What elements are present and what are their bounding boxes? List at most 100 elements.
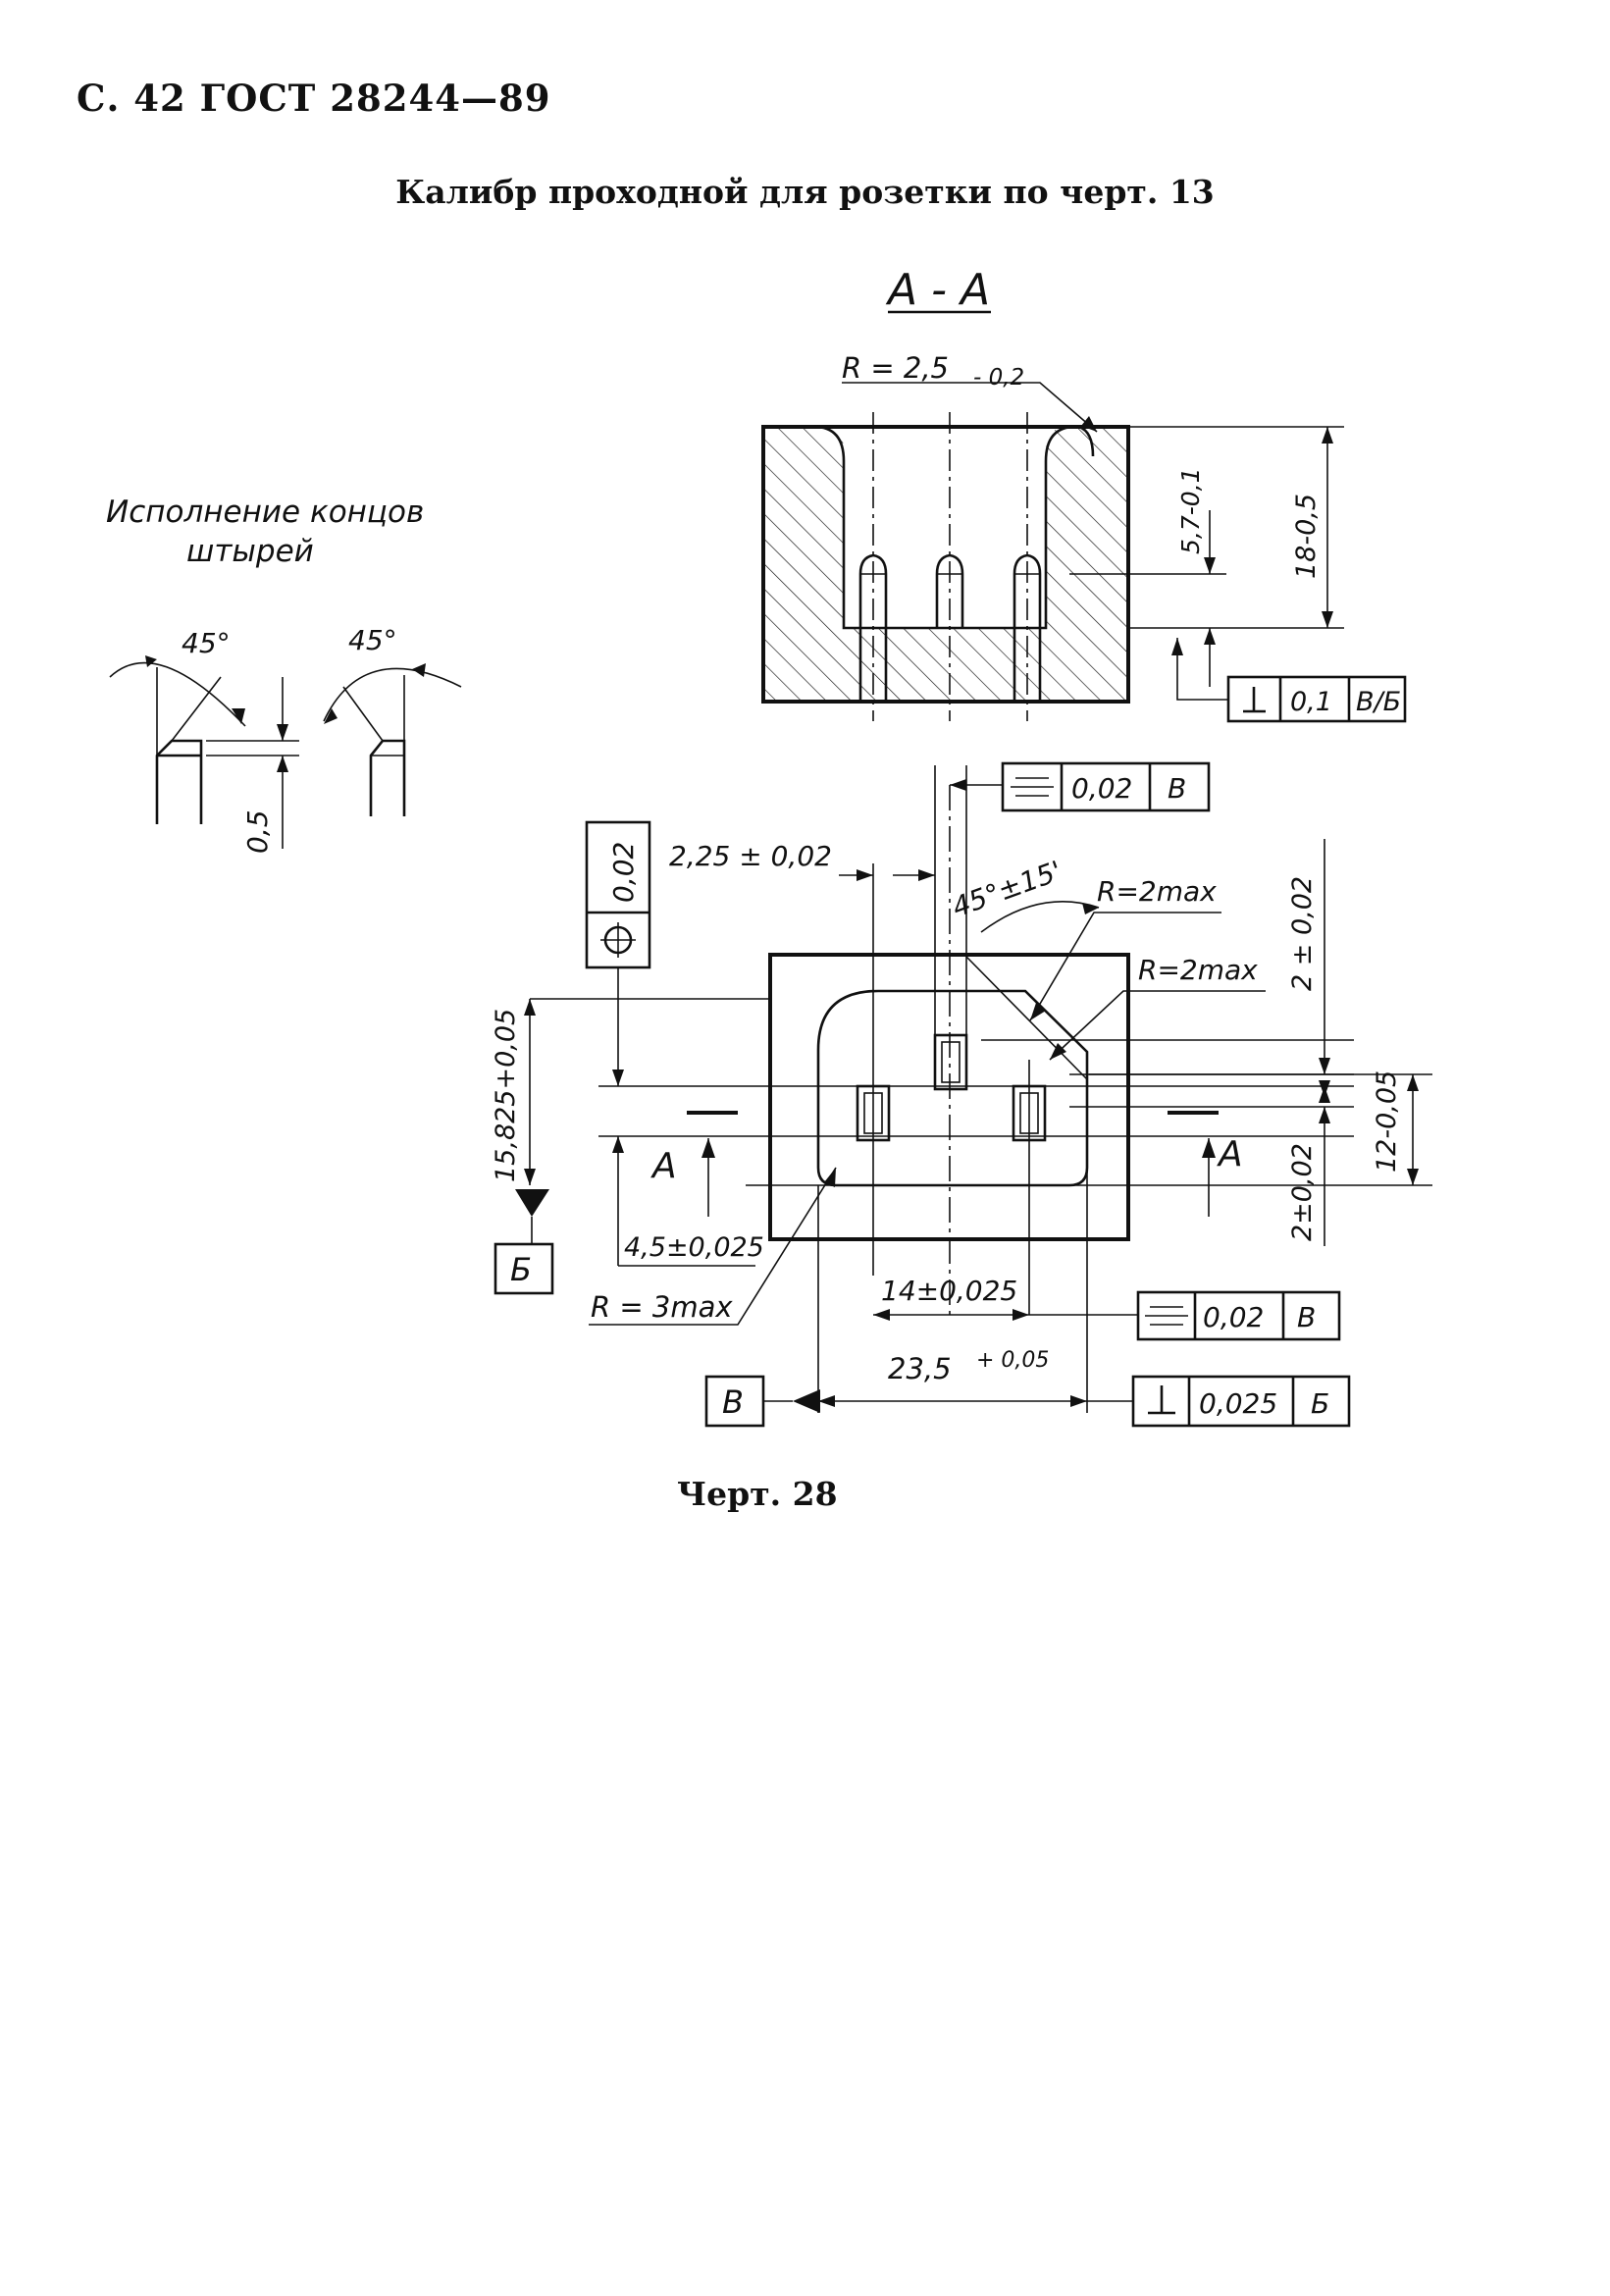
position-tol-value: 0,02: [607, 842, 640, 903]
arrow: [1202, 1138, 1216, 1158]
arrow: [1030, 1003, 1046, 1020]
perp-bottom-datum: Б: [1311, 1387, 1329, 1420]
dim-225-label: 2,25 ± 0,02: [669, 840, 832, 872]
pin-end-title-2: штырей: [186, 534, 314, 569]
figure-caption: Черт. 28: [677, 1475, 838, 1513]
plan-pin-top: [933, 1033, 968, 1091]
arrow: [524, 1169, 536, 1185]
perp-bottom-frame: 0,025 Б: [1131, 1375, 1351, 1428]
arrow: [918, 869, 935, 881]
pin-left-shape: [155, 739, 203, 824]
sym-bottom-datum: В: [1297, 1301, 1316, 1333]
r2max-2-leader: [1049, 990, 1266, 1061]
plan-pin-top-inner: [941, 1041, 961, 1083]
dim-12-label: 12-0,05: [1372, 1070, 1402, 1173]
arrow: [1082, 903, 1099, 914]
arrow: [701, 1138, 715, 1158]
sym-bottom-value: 0,02: [1203, 1301, 1264, 1333]
arrow: [145, 655, 157, 667]
sym-top-value: 0,02: [1071, 772, 1132, 805]
perp-tolerance-frame: 0,1 В/Б: [1226, 675, 1407, 723]
arrow: [818, 1395, 835, 1407]
angle-line: [965, 956, 1088, 1080]
angle-left-label: 45°: [182, 627, 231, 659]
dim-14-label: 14±0,025: [881, 1275, 1017, 1307]
dim-depth-label: 5,7-0,1: [1176, 467, 1205, 554]
arrow: [1081, 416, 1097, 432]
arrow: [1322, 611, 1333, 628]
dim-45-label: 4,5±0,025: [624, 1232, 764, 1263]
sym-top-datum: В: [1168, 772, 1186, 805]
arrow: [873, 1309, 890, 1321]
datum-b-box: [493, 1242, 554, 1295]
hatch-right: [991, 427, 1128, 702]
page-header: С. 42 ГОСТ 28244—89: [77, 77, 551, 120]
arrow: [277, 724, 288, 741]
section-outline: [761, 425, 1130, 704]
arrow: [1204, 557, 1216, 574]
hatch-bottom: [893, 628, 991, 702]
section-mark-right: А: [1217, 1134, 1243, 1174]
r2max-1-label: R=2max: [1097, 875, 1217, 908]
section-fillet: [1078, 425, 1095, 457]
perp-leader: [1176, 638, 1228, 701]
sym-top-box: [1001, 761, 1211, 812]
angle-arc-left: [109, 661, 246, 727]
plan-inner-contour: [816, 989, 1089, 1187]
section-pins: [858, 412, 1042, 721]
plan-pins: [856, 1033, 1047, 1142]
datum-v-label: В: [722, 1383, 744, 1421]
page-title: Калибр проходной для розетки по черт. 13: [395, 173, 1215, 211]
pin-end-detail: Исполнение концов штырей 45° 0,5: [106, 495, 462, 854]
arrow: [612, 1136, 624, 1153]
arrow: [1013, 1309, 1029, 1321]
arrow: [1407, 1169, 1419, 1185]
perp-frame-box: [1226, 675, 1407, 723]
arrow: [412, 663, 426, 677]
sym-bottom-box: [1136, 1290, 1341, 1341]
arrow: [232, 708, 245, 724]
r3max-leader: [589, 1167, 837, 1326]
arrow: [1171, 638, 1183, 655]
pin-left-chamfer-line: [171, 676, 222, 742]
arrow: [1322, 427, 1333, 444]
arrow: [950, 779, 966, 791]
dim-235-label: 23,5: [888, 1352, 952, 1385]
arrow: [1407, 1074, 1419, 1091]
perp-datum: В/Б: [1356, 687, 1401, 717]
arrow: [824, 1168, 836, 1187]
pin-right-chamfer-line: [342, 686, 384, 742]
perp-bottom-box: [1131, 1375, 1351, 1428]
section-mark-left: А: [650, 1146, 677, 1186]
position-frame: 0,02: [585, 820, 651, 969]
arrow: [857, 869, 873, 881]
perp-bottom-value: 0,025: [1199, 1387, 1277, 1420]
dim-235-tolerance: + 0,05: [976, 1348, 1049, 1373]
angle-arc-right: [323, 667, 462, 722]
sym-top-frame: 0,02 В: [1001, 761, 1211, 812]
arrow: [1070, 1395, 1087, 1407]
arrow: [277, 756, 288, 772]
angle-right-label: 45°: [348, 624, 397, 656]
pin-end-title-1: Исполнение концов: [106, 495, 424, 530]
dim-2-top-label: 2 ± 0,02: [1287, 876, 1318, 991]
arrow: [1319, 1107, 1330, 1123]
datum-b-triangle: [515, 1189, 549, 1217]
arrow: [524, 999, 536, 1016]
arrow: [1319, 1058, 1330, 1074]
section-cavity: [813, 425, 1076, 630]
dim-15825-label: 15,825+0,05: [491, 1009, 521, 1182]
dim-height-label: 18-0,5: [1291, 494, 1322, 579]
sym-bottom-frame: 0,02 В: [1136, 1290, 1341, 1341]
radius-leader: [842, 382, 1098, 433]
datum-v-triangle: [793, 1389, 820, 1413]
r3max-label: R = 3max: [591, 1290, 733, 1324]
datum-v-box: [704, 1375, 765, 1428]
arrow: [324, 708, 338, 724]
chamfer-label: 0,5: [241, 809, 274, 854]
arrow: [1050, 1043, 1066, 1060]
radius-tolerance: - 0,2: [973, 365, 1024, 391]
r2max-1-leader: [1029, 912, 1221, 1021]
